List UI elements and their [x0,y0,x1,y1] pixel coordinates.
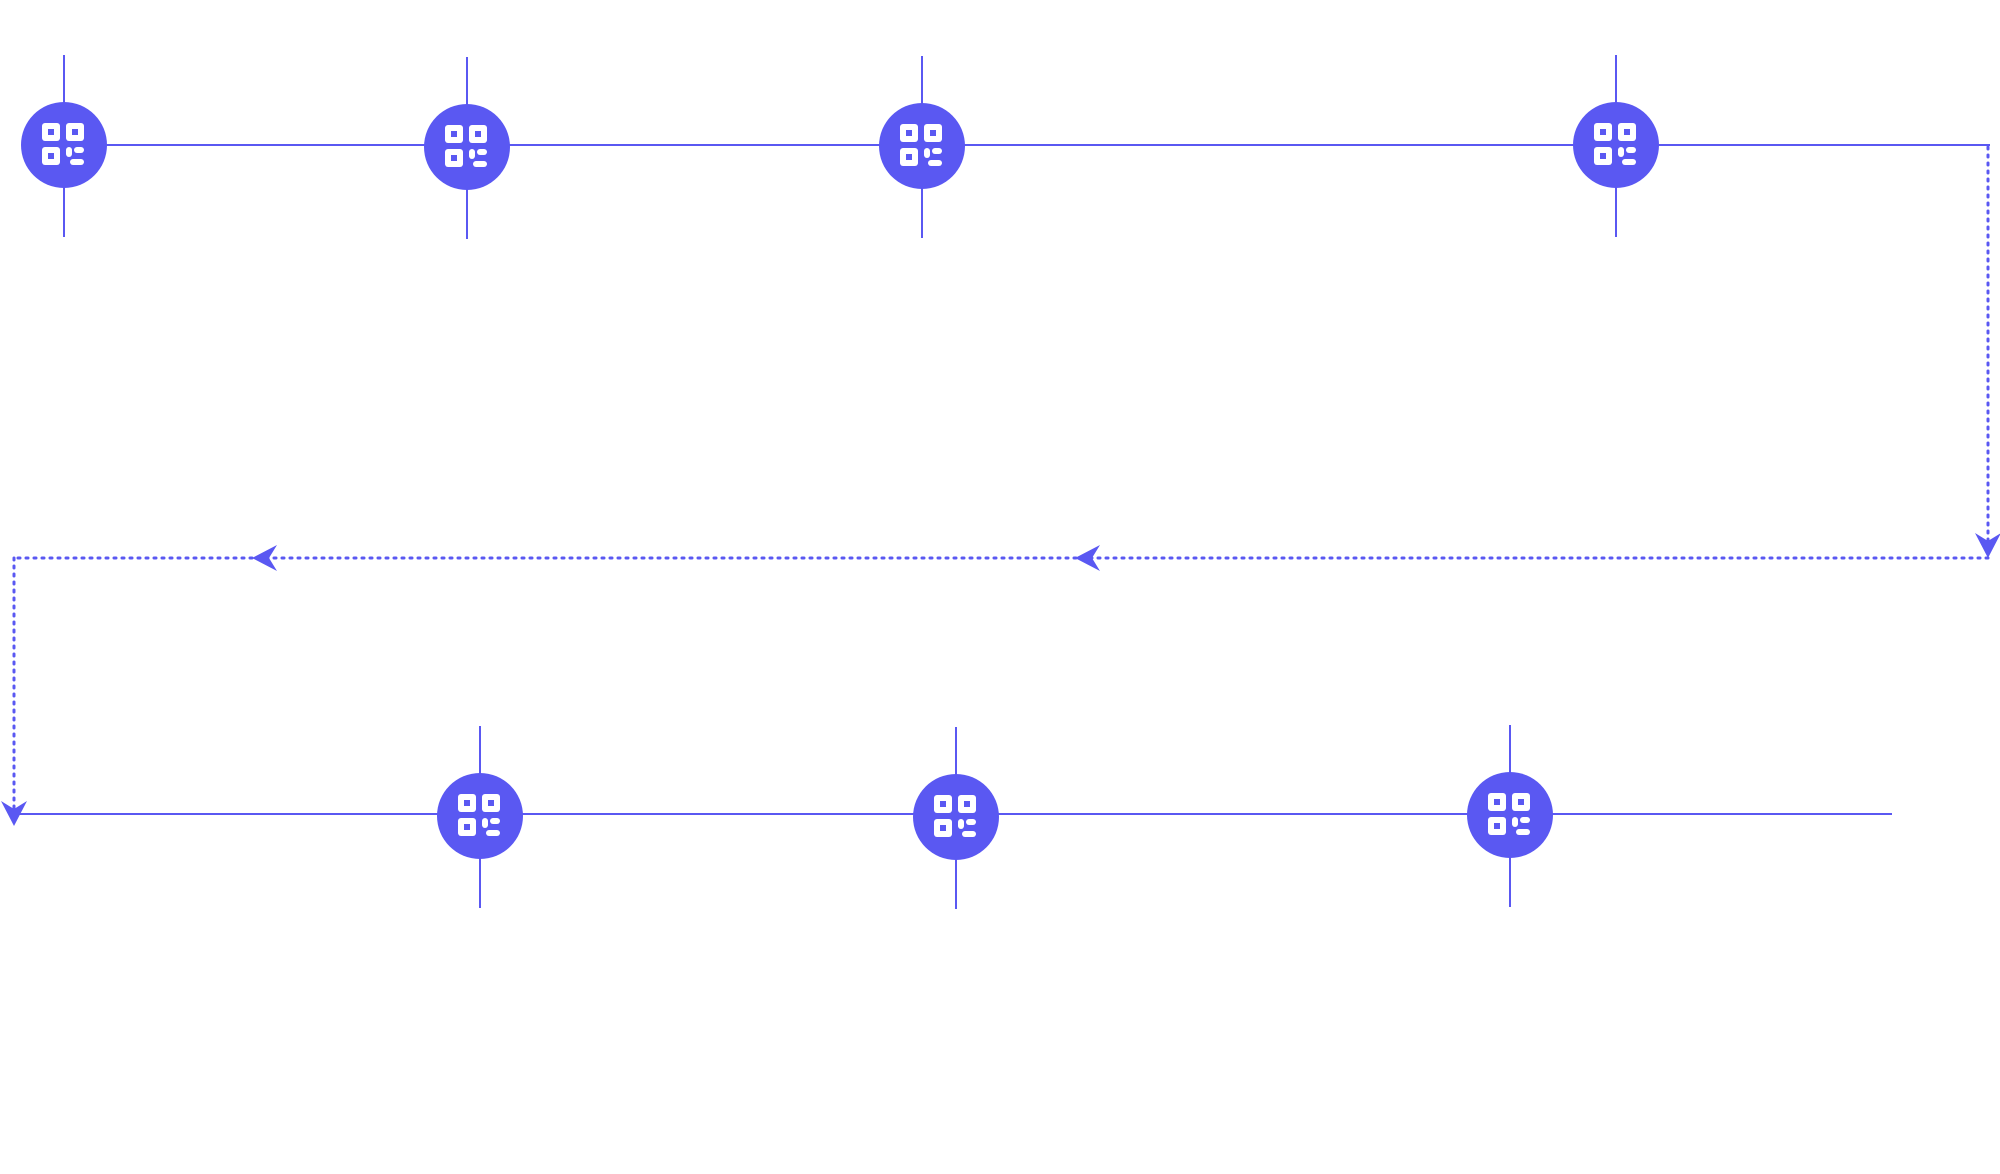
arrow-down-left [1,801,27,826]
node-1 [21,55,107,237]
node-2 [424,57,510,239]
node-7 [1467,725,1553,907]
node-3 [879,56,965,238]
arrow-left-mid [1075,545,1100,571]
return-path [12,145,1990,810]
arrow-left-far [252,545,277,571]
node-6 [913,727,999,909]
node-5 [437,726,523,908]
node-4 [1573,55,1659,237]
arrow-down-right [1975,533,2000,558]
return-path-arrows [1,533,2000,826]
